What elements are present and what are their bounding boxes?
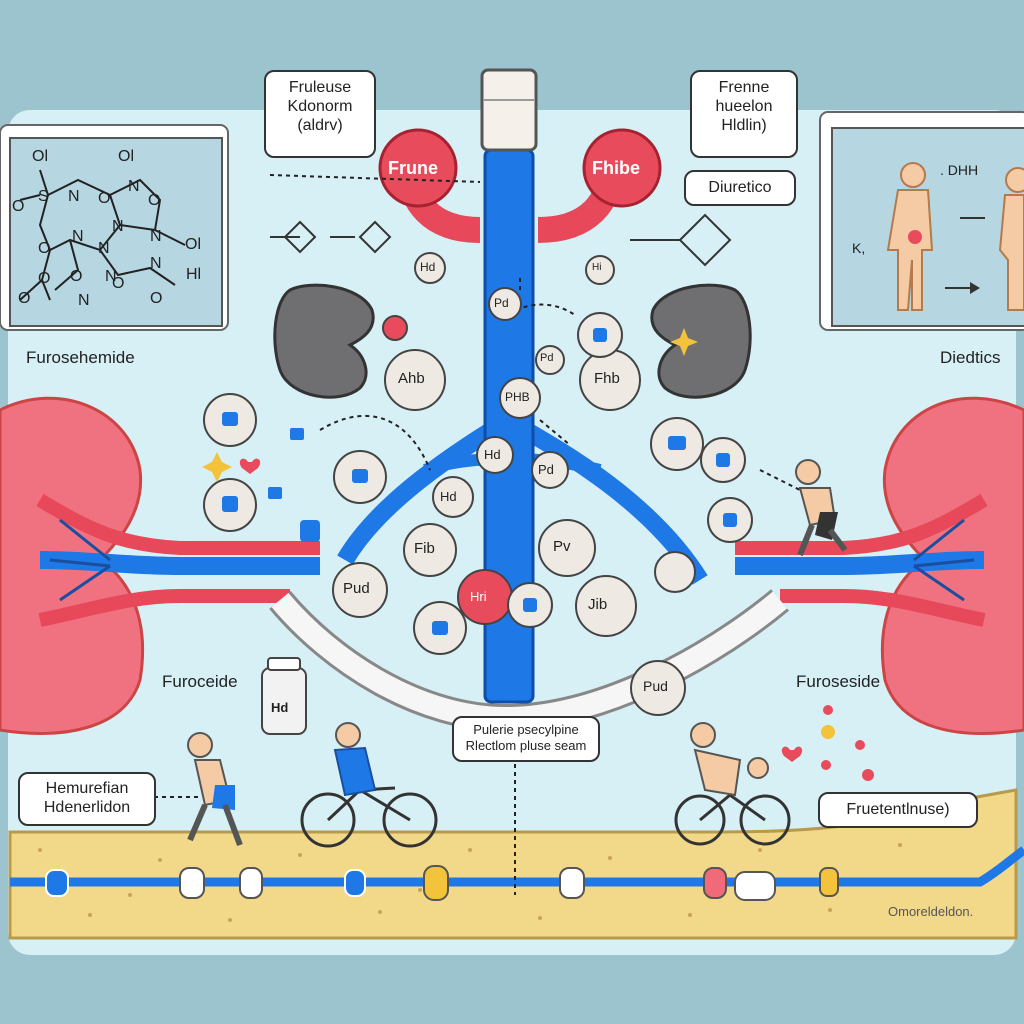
center-callout: Pulerie psecylpine Rlectlom pluse seam: [452, 716, 600, 762]
chem-atom-label: O: [38, 270, 51, 287]
chem-atom-label: O: [150, 290, 163, 307]
chem-atom-label: O: [112, 275, 125, 292]
top-right-callout: Frenne hueelon Hldlin): [690, 70, 798, 158]
red-ball-left: [378, 128, 458, 208]
bubble-label: Hd: [440, 489, 457, 504]
bubble-label: Fib: [414, 540, 435, 557]
bubble-label: Pud: [643, 678, 668, 694]
chem-atom-label: Ol: [32, 148, 48, 165]
runner-right: [795, 459, 848, 557]
bottle-label: Hd: [271, 700, 289, 715]
chem-atom-label: O: [18, 290, 31, 307]
bottom-left-callout: Hemurefian Hdenerlidon: [18, 772, 156, 826]
chem-structure: [19, 169, 186, 301]
bubble-label: Ahb: [398, 370, 425, 387]
top-left-callout-line1: Fruleuse: [288, 79, 352, 96]
center-callout-line1: Pulerie psecylpine: [473, 722, 579, 737]
bubble-label: Pud: [343, 580, 370, 597]
bubble-label: Pv: [553, 538, 571, 555]
pipe-capsules: [45, 865, 839, 901]
bottom-right-callout: Fruetentlnuse): [818, 792, 978, 828]
chem-atom-label: Ol: [185, 236, 201, 253]
right-panel-k: K,: [852, 240, 866, 256]
chem-panel: [9, 137, 223, 327]
top-right-callout-line1: Frenne: [718, 79, 770, 96]
chem-atom-label: N: [78, 292, 90, 309]
top-left-callout: Fruleuse Kdonorm (aldrv): [264, 70, 376, 158]
sand-dots: [38, 843, 962, 922]
bubble-label: Hri: [470, 589, 487, 604]
bottom-left-callout-line2: Hdenerlidon: [43, 799, 131, 817]
chem-atom-label: O: [70, 268, 83, 285]
cyclist-right: [674, 722, 791, 846]
red-ball-left-label: Frune: [388, 158, 439, 178]
red-ball-right-label: Fhibe: [592, 158, 640, 178]
top-right-callout-line3: Hldlin): [721, 117, 767, 135]
bubble-label: Hi: [592, 262, 602, 273]
bottom-left-callout-line1: Hemurefian: [45, 780, 129, 797]
left-mid-caption: Furoceide: [162, 672, 238, 691]
decor-diamonds: [270, 213, 732, 267]
cyclist-left: [300, 722, 438, 848]
chem-atom-label: N: [150, 228, 162, 245]
bubble-icons: [222, 328, 737, 635]
center-callout-line2: Rlectlom pluse seam: [465, 737, 587, 753]
bottom-right-caption: Omoreldeldon.: [888, 904, 974, 919]
bubble-label: Hd: [484, 447, 501, 462]
top-right-callout-line2: hueelon: [715, 98, 773, 116]
human-figures: [886, 162, 1024, 311]
small-kidney-left: [273, 283, 375, 399]
small-kidney-right: [650, 283, 752, 399]
sparkles: [202, 328, 803, 762]
chem-atom-label: N: [128, 178, 140, 195]
right-panel-caption: Diedtics: [940, 348, 1001, 367]
chem-atom-label: Ol: [118, 148, 134, 165]
chem-atom-label: O: [148, 192, 161, 209]
diuretico-box: Diuretico: [684, 170, 796, 206]
left-vessels: [36, 493, 320, 627]
chem-atom-label: Hl: [186, 266, 202, 283]
vessel-cap: [480, 68, 538, 152]
chem-atom-label: O: [12, 198, 25, 215]
chem-atom-label: N: [68, 188, 80, 205]
bubble-label: Pd: [494, 296, 509, 310]
bubble-circles: [203, 252, 753, 716]
chem-atom-label: N: [112, 218, 124, 235]
left-panel-caption: Furosehemide: [26, 348, 135, 367]
bubble-label: Pd: [540, 352, 554, 364]
chem-atom-label: N: [105, 268, 117, 285]
red-ball-right: [582, 128, 662, 208]
top-left-callout-line2: Kdonorm: [287, 98, 353, 116]
chem-atom-label: S: [38, 188, 49, 205]
chem-atom-label: O: [98, 190, 111, 207]
right-panel-text: . DHH: [940, 162, 979, 178]
bubble-label: PHB: [505, 390, 530, 404]
top-left-callout-line3: (aldrv): [297, 117, 343, 135]
sand-pipe: [10, 846, 1024, 887]
bubble-label: Pd: [538, 462, 554, 477]
walker-left: [187, 732, 243, 847]
right-vessels: [735, 493, 988, 627]
bubble-label: Fhb: [594, 370, 620, 387]
chem-atom-label: O: [38, 240, 51, 257]
chem-atom-label: N: [98, 240, 110, 257]
chem-atom-label: N: [72, 228, 84, 245]
right-mid-caption: Furoseside: [796, 672, 881, 691]
dots: [821, 705, 874, 781]
chem-atom-label: N: [150, 255, 162, 272]
bubble-label: Hd: [420, 260, 436, 274]
bubble-label: Jib: [588, 596, 608, 613]
